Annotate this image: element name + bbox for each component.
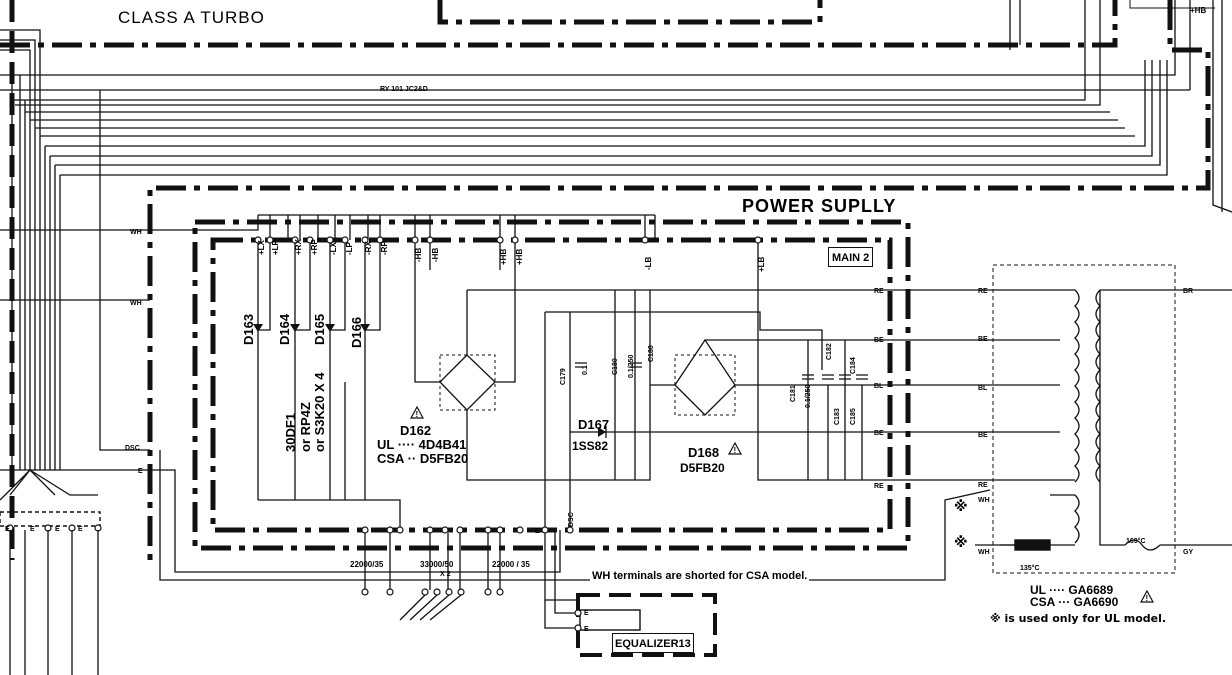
diode-column [253,243,401,530]
transformer-csa: CSA ··· GA6690 [1030,595,1119,609]
e-terminal: E [55,526,60,533]
be-terminal: BE [874,430,884,437]
rail-label: +LP [271,240,280,255]
cap-b-value: 33000/50 [420,560,454,569]
e-terminal: E [138,468,143,475]
re-terminal: RE [978,288,988,295]
d164-label: D164 [277,313,292,345]
d168-part: D5FB20 [680,461,725,475]
br-terminal: BR [1183,288,1194,295]
warning-icon: ! [1139,589,1155,608]
re-terminal: RE [874,483,884,490]
warning-icon: ! [409,405,425,424]
fuse-135-label: 135°C [1020,565,1040,572]
e-terminal: E [30,526,35,533]
transformer-ul: UL ···· GA6689 [1030,583,1114,597]
c180b-label: C180 [648,345,655,362]
be-terminal: BE [874,337,884,344]
rail-label: -LB [644,256,653,270]
d162-csa: CSA ·· D5FB20 [377,451,469,466]
bottom-left-terminals [0,511,102,675]
be-terminal: BE [978,336,988,343]
dsc-terminal: DSC [125,445,140,452]
d166-label: D166 [349,316,364,348]
signal-bus [0,0,1232,213]
relay-label: RY 101 JC2&D [380,86,428,93]
bl-terminal: BL [978,385,988,392]
bl-terminal: BL [874,383,884,390]
gy-terminal: GY [1183,549,1194,556]
re-terminal: RE [874,288,884,295]
transformer [890,264,1232,574]
d162-ul: UL ···· 4D4B41 [377,437,467,452]
rail-label: -LP [345,242,354,255]
bottom-connectors [150,450,991,621]
rail-label: -RP [380,241,389,255]
rail-label: +LB [757,256,766,272]
e-terminal: E [584,626,589,633]
power-supply-border [192,219,911,551]
d163-label: D163 [241,313,256,345]
e-terminal: E [535,528,540,535]
re-terminal: RE [978,482,988,489]
class-a-turbo-label: CLASS A TURBO [118,8,265,27]
wh-terminal: WH [978,497,990,504]
bridge-d162 [344,243,890,500]
rail-label: -HB [414,247,423,262]
d164-part3: or S3K20 X 4 [312,372,327,453]
cap-b-multiplier: X 2 [440,571,451,578]
d168-label: D168 [688,445,720,460]
c181-value: 0.1/250 [805,384,812,408]
rail-label: -HB [431,247,440,262]
e-terminal: E [78,526,83,533]
warning-icon: ! [727,441,743,460]
cap-a-value: 22000/35 [350,560,384,569]
d162-label: D162 [400,423,432,438]
bridge-d168 [544,243,890,601]
main2-label: MAIN 2 [828,247,874,267]
fuse-169-label: 169°C [1126,538,1146,545]
d165-label: D165 [312,313,327,345]
equalizer-label: EQUALIZER13 [612,633,694,653]
hb-label: +HB [1190,6,1207,15]
c180-value: 0.1/250 [628,354,635,378]
wh-terminal-2: WH [130,300,142,307]
ul-only-mark: ※ [954,535,968,551]
rail-label: +HB [515,248,524,265]
wh-note: WH terminals are shorted for CSA model. [590,566,810,584]
svg-text:!: ! [416,410,419,419]
c184-label: C184 [850,357,857,374]
class-a-turbo-border [0,0,1215,560]
rail-bus [254,214,762,244]
e-terminal: E [5,526,10,533]
be-terminal: BE [978,432,988,439]
d167-label: D167 [578,417,610,432]
rail-label: +RP [310,239,319,255]
dsc-terminal: DSC [568,512,575,527]
wh-terminal: WH [978,549,990,556]
c179-label: C179 [560,368,567,385]
svg-text:!: ! [1146,594,1149,603]
svg-text:!: ! [734,446,737,455]
cap-c-value: 22000 / 35 [492,560,530,569]
e-terminal: E [584,610,589,617]
c185-label: C185 [850,408,857,425]
power-supply-title: POWER SUPLLY [742,196,897,216]
ul-only-note: ※ is used only for UL model. [990,612,1167,625]
c182-label: C182 [826,343,833,360]
d167-part: 1SS82 [572,439,609,453]
equalizer-box [544,530,717,657]
c179-value: 0.1 [582,365,589,375]
left-harness [0,0,259,560]
wh-terminal-1: WH [130,229,142,236]
ul-only-mark: ※ [954,499,968,515]
